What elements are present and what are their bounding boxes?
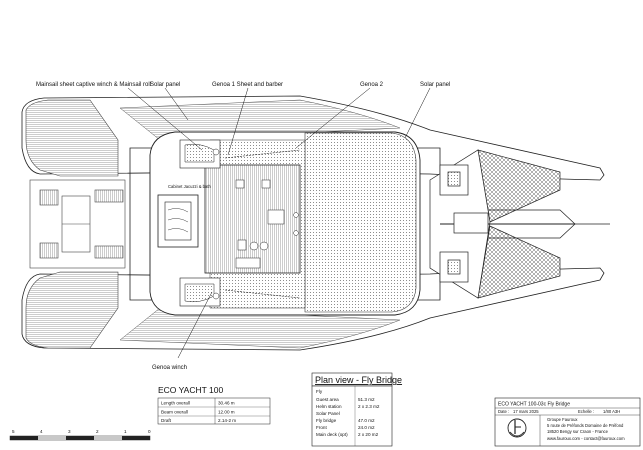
callout-solar-right: Solar panel [420, 82, 450, 88]
yacht-title: ECO YACHT 100 [158, 385, 223, 395]
scale-label: Echelle : [578, 409, 594, 414]
plan-row-value-4: 24.0 m2 [358, 425, 375, 430]
scale-tick-5: 5 [12, 429, 15, 434]
address-line-1: 5 route de Préfonds Domaine de Préfond [547, 423, 624, 428]
scale-value: 1/80 A3H [603, 409, 620, 414]
scale-tick-3: 3 [68, 429, 71, 434]
callout-solar-left: Solar panel [150, 82, 180, 88]
title-block: ECO YACHT 100-03c Fly Bridge Date : 17 m… [494, 397, 641, 447]
plan-row-label-2: Solar Panel [316, 411, 340, 416]
dimensions-table: Length overall 30.46 m Beam overall 12.0… [157, 397, 271, 425]
company-name: Groupe Fauroux [547, 417, 578, 422]
plan-view-title: Plan view - Fly Bridge [315, 375, 402, 385]
plan-row-value-1: 2 x 2.3 m2 [358, 404, 380, 409]
scale-tick-4: 4 [40, 429, 43, 434]
drawing-name: ECO YACHT 100-03c Fly Bridge [498, 402, 570, 408]
callout-genoa2: Genoa 2 [360, 82, 384, 88]
aft-deck-planking [25, 99, 126, 349]
plan-row-value-0: 51.3 m2 [358, 397, 375, 402]
callout-genoa-winch: Genoa winch [152, 365, 187, 371]
fly-bridge [149, 131, 421, 316]
plan-row-value-3: 47.0 m2 [358, 418, 375, 423]
scale-tick-1: 1 [124, 429, 127, 434]
dim-label-length: Length overall [161, 401, 190, 406]
plan-section-label: Fly [316, 389, 323, 394]
dim-value-length: 30.46 m [218, 401, 235, 406]
date-value: 17 mars 2025 [513, 409, 539, 414]
scale-tick-2: 2 [96, 429, 99, 434]
plan-row-label-5: Main deck (opt) [316, 432, 348, 437]
plan-view-box: Plan view - Fly Bridge Fly Guest area 51… [311, 372, 402, 447]
callout-cabinet: Cabinet Jacuzzi & bath [168, 184, 212, 189]
side-deck-planking [119, 99, 401, 349]
plan-row-label-0: Guest area [316, 397, 339, 402]
fauroux-logo [507, 418, 527, 438]
scale-tick-0: 0 [148, 429, 151, 434]
scale-bar: 5 4 3 2 1 0 [9, 429, 151, 441]
dim-value-draft: 2.14-2 m [218, 418, 236, 423]
plan-row-value-5: 2 x 20 m2 [358, 432, 379, 437]
dim-label-beam: Beam overall [161, 410, 188, 415]
dim-label-draft: Draft [161, 418, 172, 423]
plan-row-label-1: Helm station [316, 404, 342, 409]
contact-line: www.fauroux.com - contact@fauroux.com [547, 436, 625, 441]
foredeck [429, 149, 610, 299]
date-label: Date : [498, 409, 509, 414]
plan-row-label-3: Fly bridge [316, 418, 337, 423]
plan-row-label-4: Front [316, 425, 327, 430]
callout-genoa1: Genoa 1 Sheet and barber [212, 82, 283, 88]
callout-mainsail: Mainsail sheet captive winch & Mainsail … [36, 82, 151, 88]
dim-value-beam: 12.00 m [218, 410, 235, 415]
leader-lines [127, 87, 431, 359]
address-line-2: 18520 Bengy sur Craon - France [547, 429, 609, 434]
